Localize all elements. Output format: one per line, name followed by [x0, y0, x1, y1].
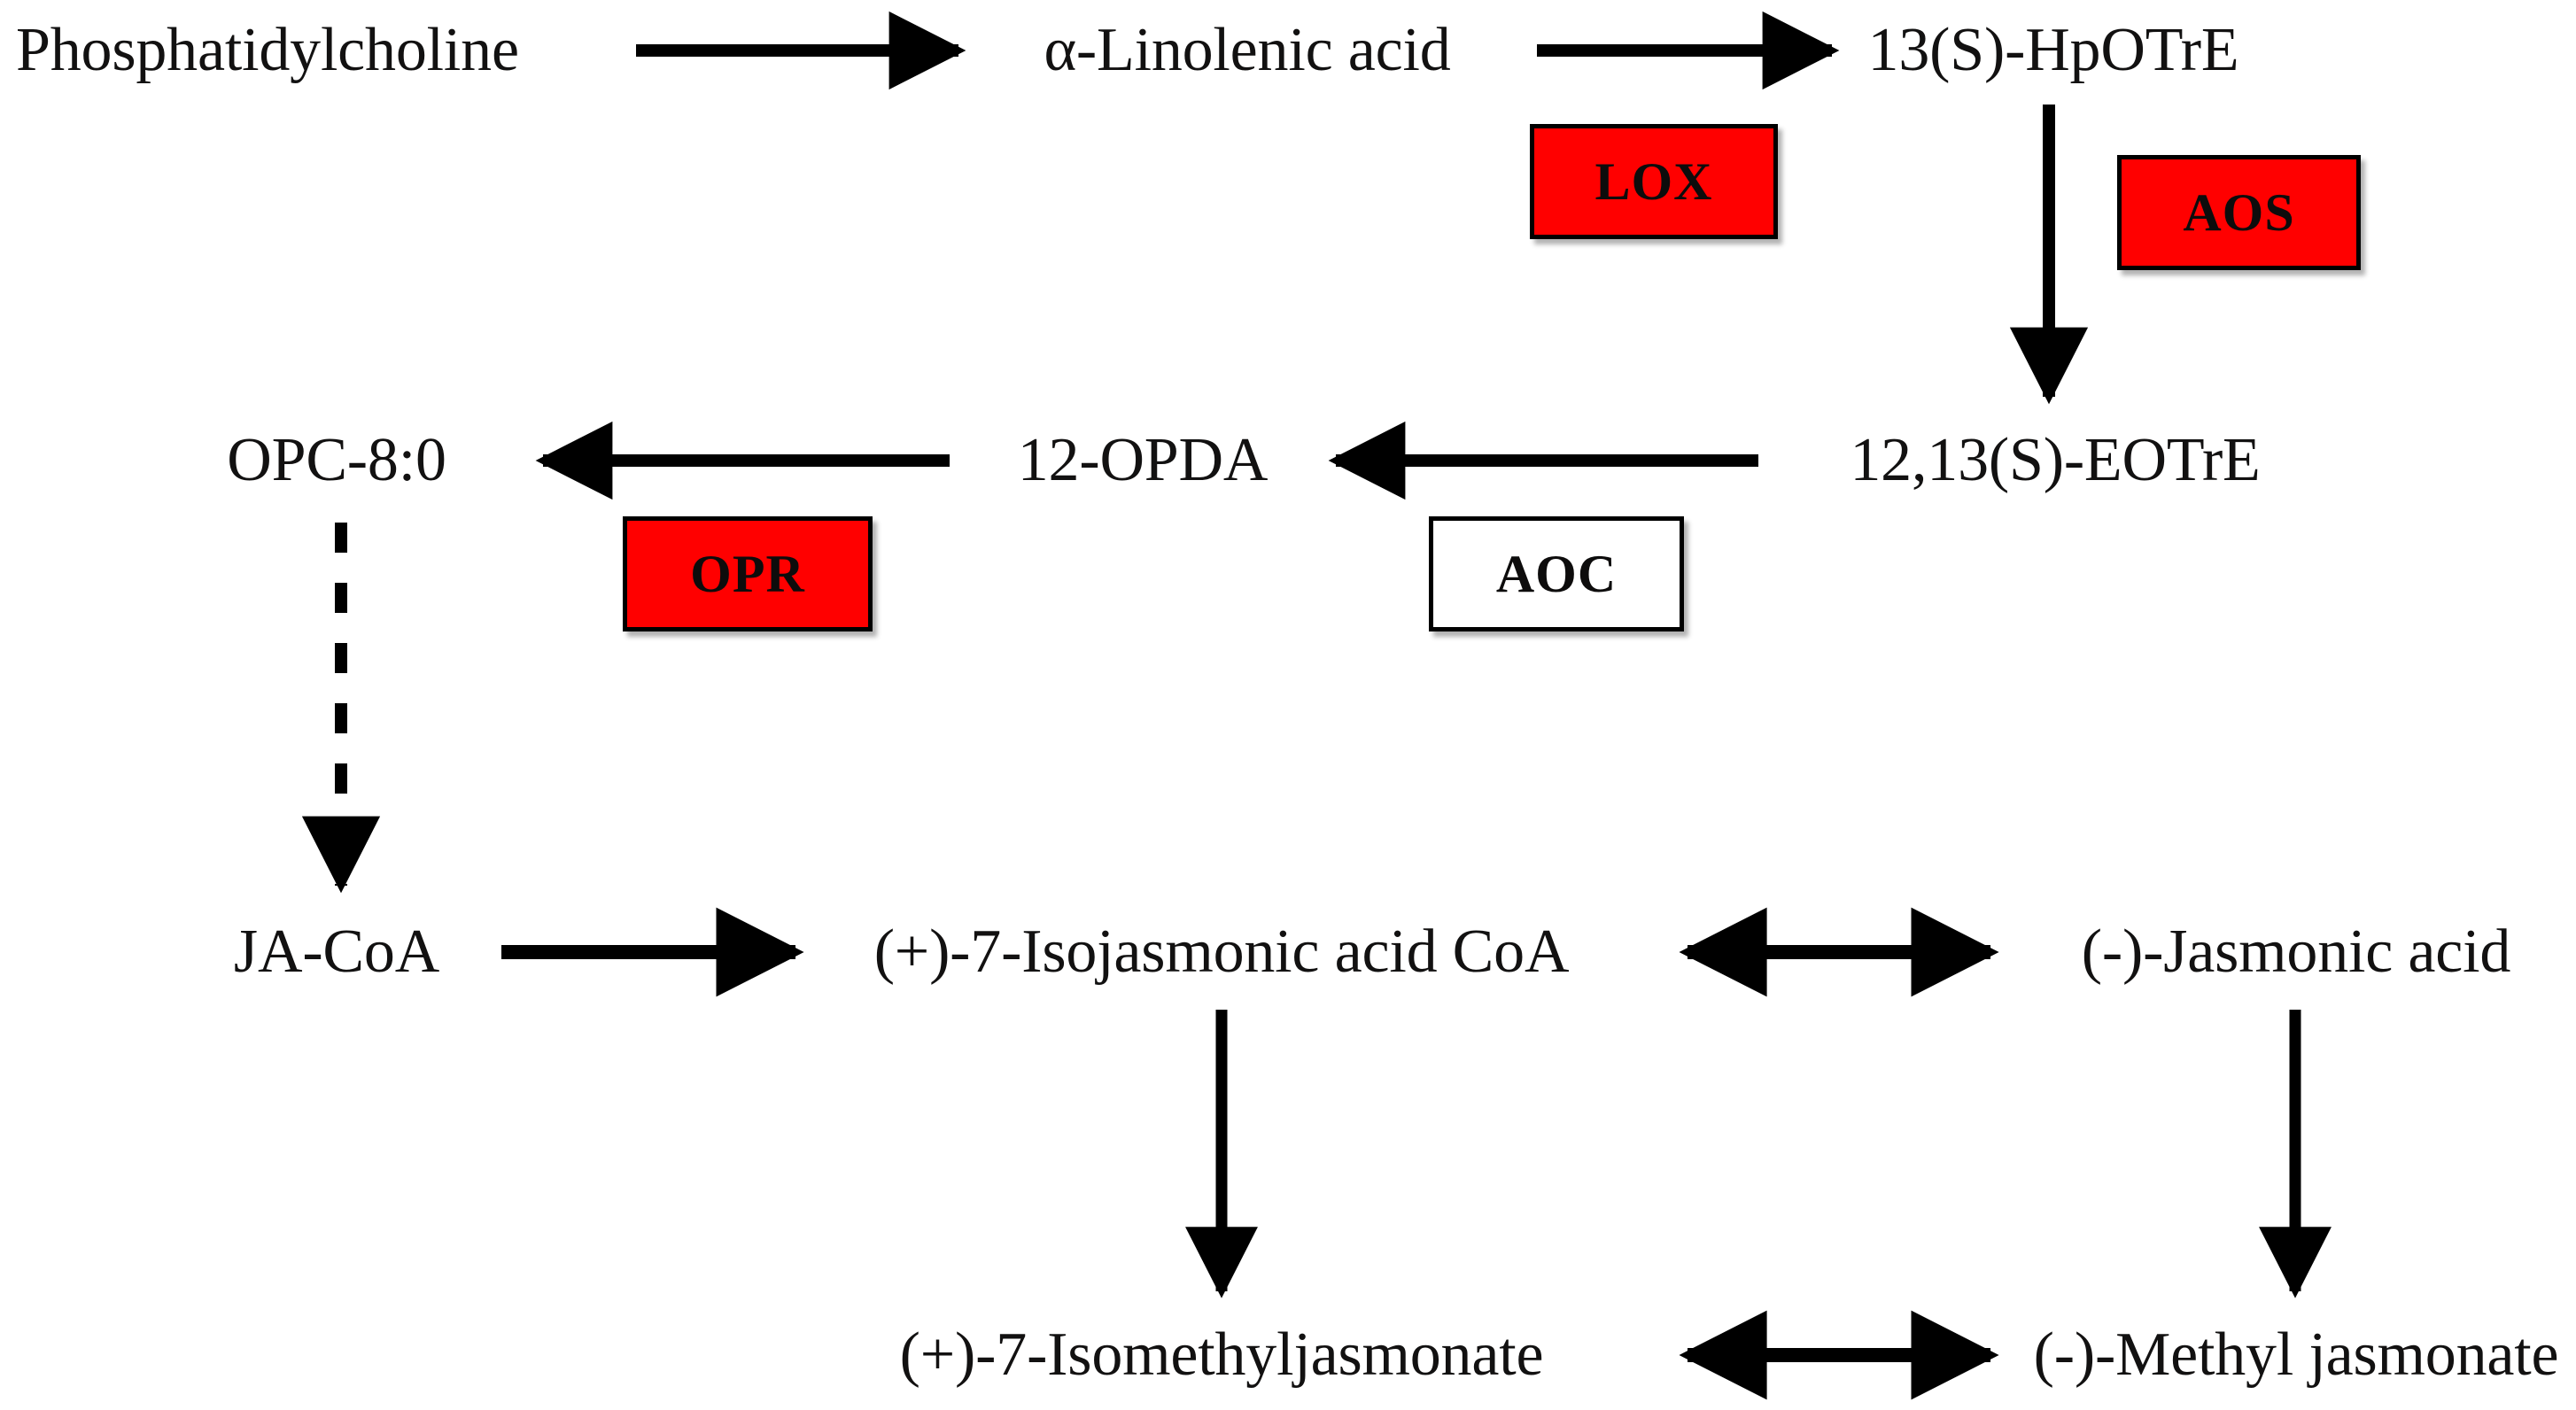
node-alpha-linolenic-acid: α-Linolenic acid — [1044, 16, 1451, 84]
node-jasmonic-acid: (-)-Jasmonic acid — [2081, 918, 2511, 986]
enzyme-box-aos[interactable]: AOS — [2117, 155, 2361, 270]
node-13s-hpotre: 13(S)-HpOTrE — [1867, 16, 2239, 84]
node-12-13s-eotre: 12,13(S)-EOTrE — [1850, 426, 2261, 494]
enzyme-label-lox: LOX — [1594, 151, 1713, 211]
enzyme-box-lox[interactable]: LOX — [1530, 124, 1778, 239]
node-isomethyljasmonate: (+)-7-Isomethyljasmonate — [899, 1321, 1544, 1389]
node-12-opda: 12-OPDA — [1017, 426, 1269, 494]
node-ja-coa: JA-CoA — [233, 918, 440, 986]
enzyme-label-aos: AOS — [2183, 182, 2295, 242]
node-isojasmonic-acid-coa: (+)-7-Isojasmonic acid CoA — [873, 918, 1570, 986]
node-methyl-jasmonate: (-)-Methyl jasmonate — [2033, 1321, 2559, 1389]
node-opc-8-0: OPC-8:0 — [227, 426, 446, 494]
enzyme-label-opr: OPR — [690, 544, 805, 603]
enzyme-box-aoc[interactable]: AOC — [1429, 516, 1684, 631]
enzyme-box-opr[interactable]: OPR — [623, 516, 873, 631]
enzyme-label-aoc: AOC — [1495, 544, 1618, 603]
node-phosphatidylcholine: Phosphatidylcholine — [16, 16, 519, 84]
